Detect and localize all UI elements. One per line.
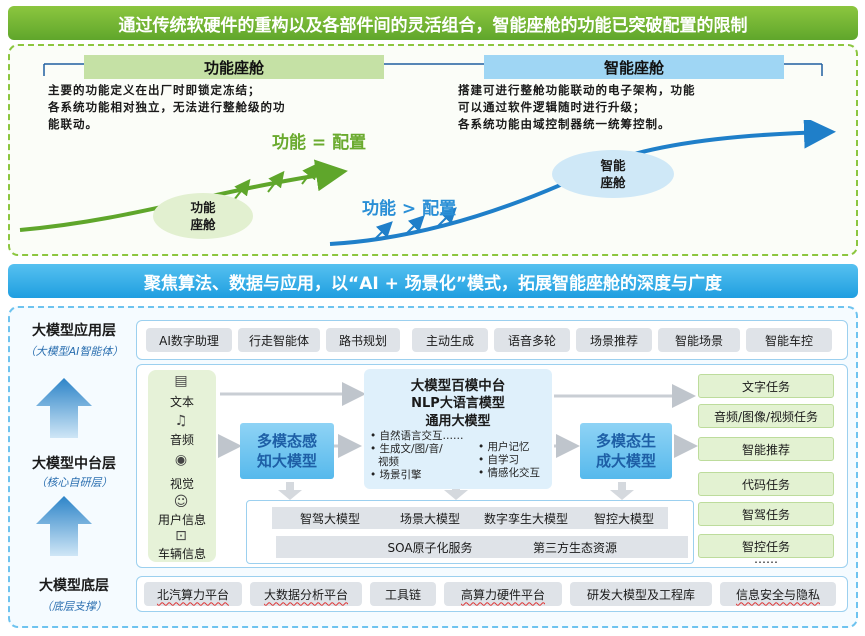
mid-banner: 聚焦算法、数据与应用，以“AI + 场景化”模式，拓展智能座舱的深度与广度	[8, 264, 858, 298]
soa-service: SOA原子化服务	[387, 540, 473, 555]
vehicle-icon: ⊡	[175, 528, 187, 544]
functional-formula: 功能 = 配置	[272, 133, 367, 153]
smart-formula: 功能 > 配置	[362, 199, 457, 219]
app-layer-name: 大模型应用层	[32, 323, 116, 339]
sub-model: 智驾大模型	[299, 511, 360, 526]
functional-description: 主要的功能定义在出厂时即锁定冻结； 各系统功能相对独立，无法进行整舱级的功 能联…	[48, 83, 286, 131]
app-chip: 路书规划	[326, 328, 400, 352]
inputs-column	[148, 370, 216, 562]
sub-model: 场景大模型	[399, 511, 460, 526]
services-row	[276, 536, 688, 558]
app-chip: 主动生成	[412, 328, 488, 352]
audio-icon: ♫	[174, 413, 188, 429]
smart-cockpit-heading: 智能座舱	[484, 55, 784, 79]
functional-cockpit-heading: 功能座舱	[84, 55, 384, 79]
general-model-title: 通用大模型	[425, 414, 491, 429]
app-chip: 智能车控	[746, 328, 832, 352]
input-audio: 音频	[169, 433, 194, 447]
functional-cockpit-bubble: 功能座舱	[153, 193, 253, 239]
platform-capabilities-left: • 自然语言交互…… • 生成文/图/音/ 视频 • 场景引擎	[370, 430, 464, 481]
vision-eye-icon: ◉	[174, 452, 188, 468]
smart-description: 搭建可进行整舱功能联动的电子架构，功能 可以通过软件逻辑随时进行升级； 各系统功…	[458, 83, 696, 131]
app-chip: 行走智能体	[238, 328, 320, 352]
app-chip: AI数字助理	[146, 328, 232, 352]
input-vision: 视觉	[169, 477, 194, 491]
sub-model-row	[272, 507, 668, 529]
task-item: 智能推荐	[698, 437, 834, 461]
nlp-model-title: NLP大语言模型	[411, 396, 505, 411]
base-chip: 研发大模型及工程库	[570, 582, 712, 606]
base-chip: 信息安全与隐私	[720, 582, 836, 606]
layer-up-arrow-icon	[36, 496, 92, 556]
text-doc-icon: ▤	[174, 373, 188, 389]
base-chip: 高算力硬件平台	[444, 582, 562, 606]
task-item: 智控任务	[698, 534, 834, 558]
sub-model: 数字孪生大模型	[483, 511, 568, 526]
ecosystem-resource: 第三方生态资源	[532, 540, 617, 555]
app-layer-sub: （大模型AI智能体）	[24, 345, 124, 358]
flow-arrows	[218, 382, 698, 500]
model-platform-box	[364, 369, 552, 489]
task-item: 智驾任务	[698, 502, 834, 526]
app-chip: 场景推荐	[576, 328, 652, 352]
tasks-more: ……	[754, 552, 778, 566]
smart-cockpit-bubble: 智能座舱	[552, 150, 674, 198]
base-layer-sub: （底层支撑）	[41, 600, 107, 613]
platform-title: 大模型百模中台	[410, 378, 506, 394]
layer-up-arrow-icon	[36, 378, 92, 438]
input-user-info: 用户信息	[157, 513, 206, 527]
base-layer-name: 大模型底层	[39, 578, 109, 594]
mid-layer-name: 大模型中台层	[32, 456, 116, 472]
base-chip: 工具链	[370, 582, 436, 606]
generation-model-box: 多模态生成大模型	[580, 423, 672, 479]
perception-model-box: 多模态感知大模型	[240, 423, 334, 479]
input-vehicle-info: 车辆信息	[157, 547, 206, 561]
base-chip: 大数据分析平台	[250, 582, 362, 606]
top-banner: 通过传统软硬件的重构以及各部件间的灵活组合，智能座舱的功能已突破配置的限制	[8, 6, 858, 40]
mid-layer-sub: （核心自研层）	[35, 476, 113, 489]
sub-model: 智控大模型	[593, 511, 654, 526]
user-info-icon: ☺	[173, 494, 189, 510]
platform-capabilities-right: • 用户记忆 • 自学习 • 情感化交互	[478, 441, 541, 479]
input-text: 文本	[169, 395, 194, 409]
app-chip: 语音多轮	[494, 328, 570, 352]
task-item: 代码任务	[698, 472, 834, 496]
task-item: 音频/图像/视频任务	[698, 404, 834, 428]
comparison-panel	[8, 44, 858, 256]
base-chip: 北汽算力平台	[144, 582, 242, 606]
growth-curves	[19, 120, 836, 246]
app-chip: 智能场景	[658, 328, 740, 352]
task-item: 文字任务	[698, 374, 834, 398]
